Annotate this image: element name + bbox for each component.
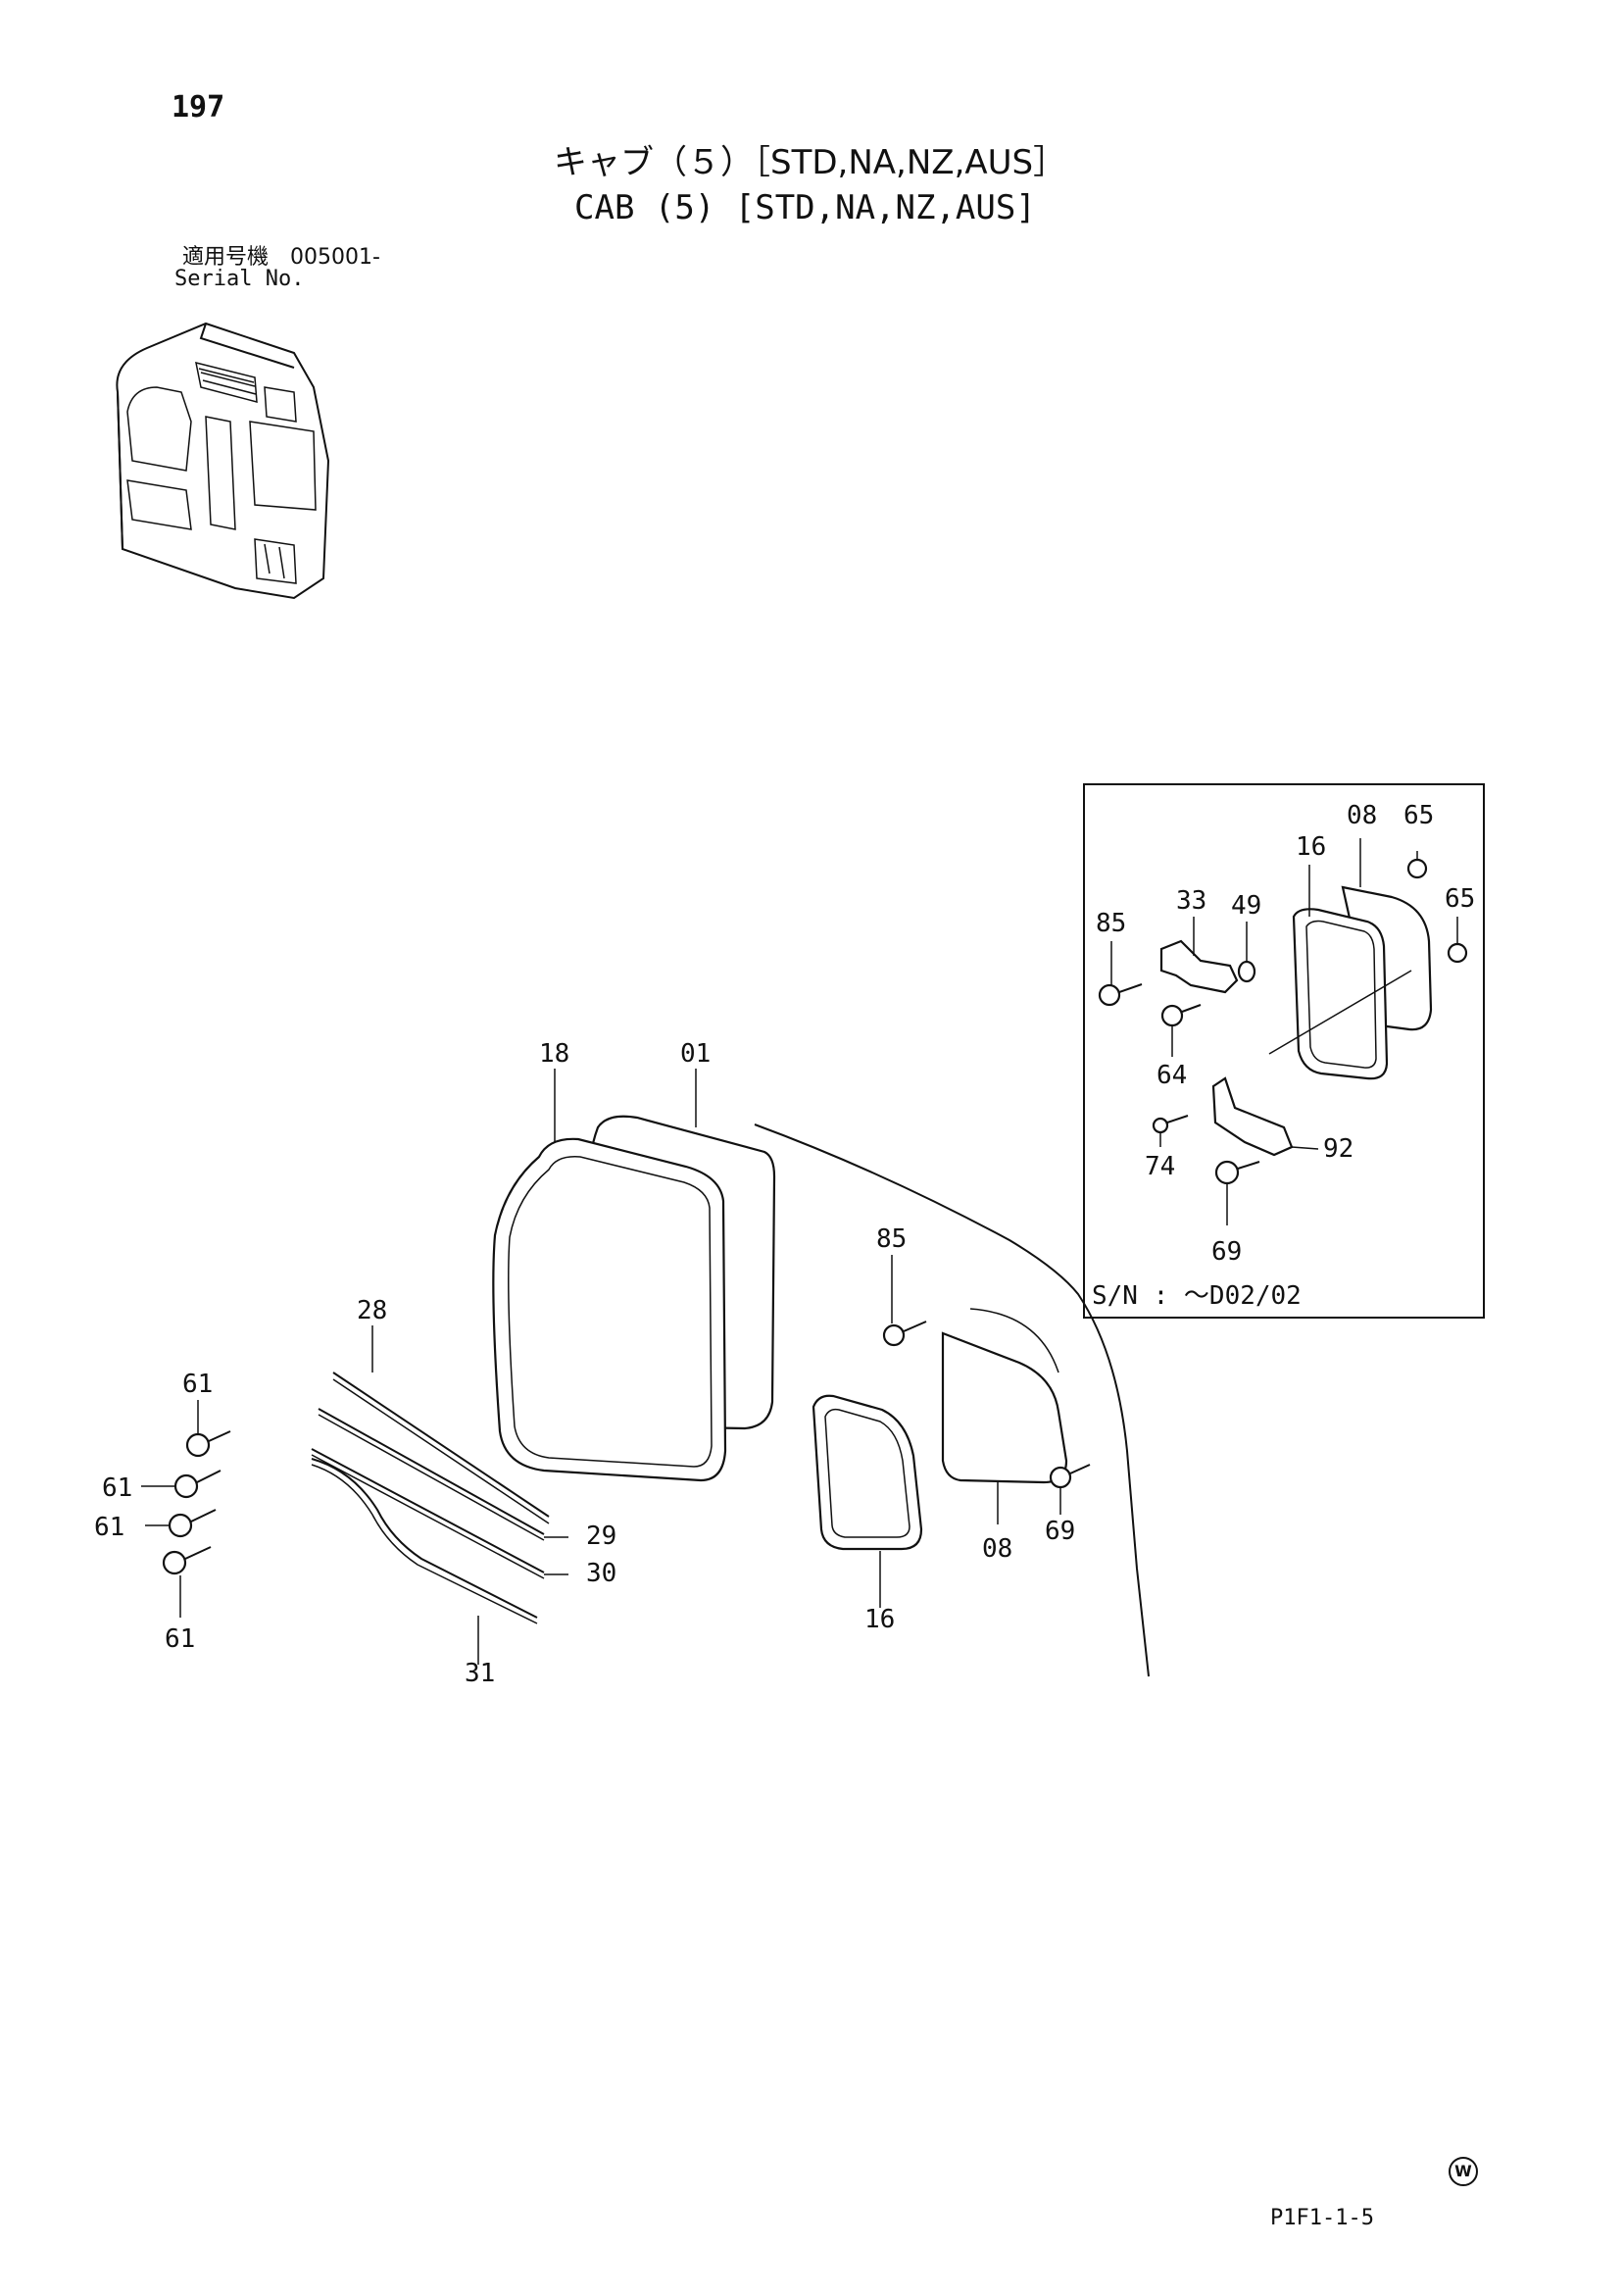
- bolt-61-b: [173, 1470, 221, 1499]
- callout-61-d: 61: [165, 1624, 195, 1654]
- bolt-64: [1160, 1004, 1202, 1027]
- rail-30: [311, 1448, 545, 1579]
- callout-74: 74: [1145, 1152, 1175, 1181]
- page-code: P1F1-1-5: [1270, 2206, 1374, 2230]
- bolt-85-inset: [1098, 983, 1143, 1007]
- callout-69-main: 69: [1045, 1517, 1075, 1546]
- bolt-65-side: [1447, 942, 1468, 964]
- page-title-english: CAB (5) [STD,NA,NZ,AUS]: [574, 188, 1036, 227]
- bolt-69-main: [1049, 1464, 1091, 1489]
- bolt-65-top: [1406, 858, 1428, 879]
- callout-08-main: 08: [982, 1534, 1012, 1564]
- callout-64: 64: [1156, 1061, 1187, 1090]
- callout-01: 01: [680, 1039, 711, 1069]
- callout-92: 92: [1323, 1134, 1353, 1164]
- bolt-61-c: [168, 1509, 217, 1538]
- rail-28: [332, 1372, 550, 1524]
- callout-29: 29: [586, 1522, 616, 1551]
- callout-31: 31: [465, 1659, 495, 1688]
- callout-61-a: 61: [182, 1370, 213, 1399]
- serial-label-japanese: 適用号機 005001-: [182, 245, 380, 270]
- bolt-61-a: [185, 1430, 231, 1458]
- seal-16-inset: [1292, 908, 1389, 1080]
- callout-61-b: 61: [102, 1473, 132, 1503]
- inset-box: [1083, 783, 1485, 1319]
- callout-65-inset-top: 65: [1403, 801, 1434, 830]
- callout-85-main: 85: [876, 1224, 907, 1254]
- bolt-85-main: [882, 1321, 927, 1347]
- callout-16-main: 16: [864, 1605, 895, 1634]
- callout-33: 33: [1176, 886, 1206, 916]
- callout-85-inset: 85: [1096, 909, 1126, 938]
- rail-31: [311, 1458, 538, 1624]
- bolt-61-d: [162, 1546, 212, 1575]
- callout-69-inset: 69: [1211, 1237, 1242, 1267]
- callout-61-c: 61: [94, 1513, 124, 1542]
- rail-29: [318, 1408, 545, 1541]
- washer-49: [1237, 960, 1256, 983]
- callout-28: 28: [357, 1296, 387, 1325]
- seal-16-main: [812, 1394, 923, 1551]
- callout-49: 49: [1231, 891, 1261, 921]
- watermark-w: W: [1449, 2157, 1478, 2186]
- callout-18: 18: [539, 1039, 569, 1069]
- glass-08-main: [941, 1331, 1068, 1484]
- callout-16-inset: 16: [1296, 832, 1326, 862]
- callout-65-inset-side: 65: [1445, 884, 1475, 914]
- bolt-69-inset: [1214, 1160, 1260, 1185]
- bracket-92: [1211, 1076, 1294, 1157]
- bracket-33: [1159, 939, 1239, 994]
- inset-serial-range: S/N : ～D02/02: [1092, 1281, 1302, 1311]
- screw-74: [1152, 1115, 1189, 1134]
- page-title-japanese: キャブ（５）［STD,NA,NZ,AUS］: [554, 143, 1067, 182]
- cab-body-outline: [754, 1123, 1150, 1677]
- callout-30: 30: [586, 1559, 616, 1588]
- seal-18: [492, 1137, 727, 1482]
- page-number: 197: [172, 90, 225, 125]
- cab-thumbnail: [116, 322, 330, 600]
- serial-label-english: Serial No.: [174, 267, 305, 291]
- callout-08-inset: 08: [1347, 801, 1377, 830]
